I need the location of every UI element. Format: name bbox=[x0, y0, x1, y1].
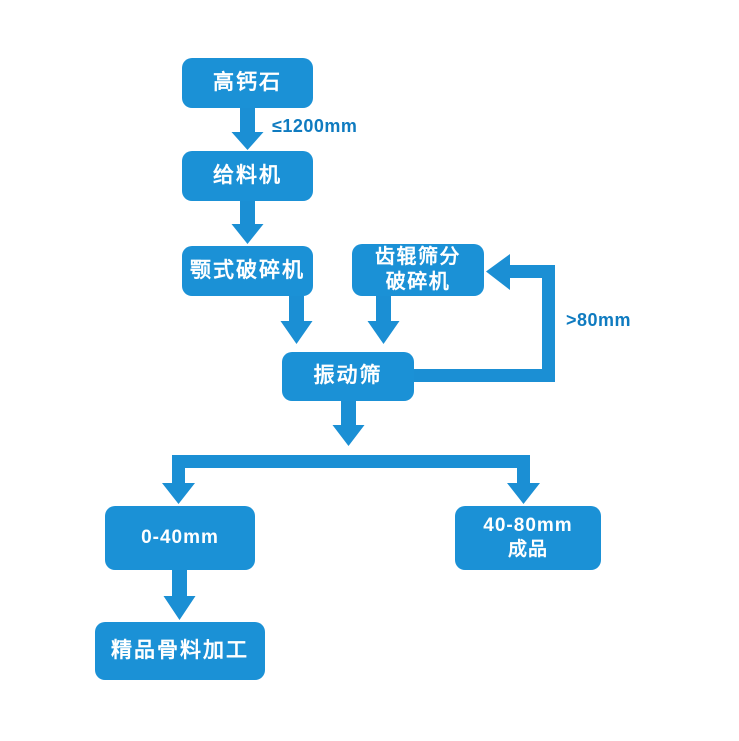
node-raw-material[interactable]: 高钙石 bbox=[182, 58, 313, 108]
arrow-screen-to-splitter bbox=[332, 401, 365, 446]
node-vibrating-screen-label: 振动筛 bbox=[313, 364, 383, 388]
node-product-40-80mm-label: 40-80mm 成品 bbox=[483, 514, 572, 562]
node-raw-material-label: 高钙石 bbox=[213, 70, 282, 94]
node-vibrating-screen[interactable]: 振动筛 bbox=[282, 352, 414, 401]
arrow-feeder-to-jaw bbox=[231, 201, 264, 244]
node-feeder[interactable]: 给料机 bbox=[182, 151, 313, 201]
splitter-to-products bbox=[162, 455, 540, 504]
node-jaw-crusher-label: 颚式破碎机 bbox=[190, 258, 305, 282]
node-product-40-80mm[interactable]: 40-80mm 成品 bbox=[455, 506, 601, 570]
arrow-0-40-to-fine-aggregate bbox=[163, 570, 196, 620]
node-roller-line1: 齿辊筛分 bbox=[375, 246, 461, 268]
node-fine-aggregate-processing[interactable]: 精品骨料加工 bbox=[95, 622, 265, 680]
arrow-jaw-to-screen bbox=[280, 296, 313, 344]
node-jaw-crusher[interactable]: 颚式破碎机 bbox=[182, 246, 313, 296]
node-roller-line2: 破碎机 bbox=[385, 271, 451, 293]
edge-label-oversize-return: >80mm bbox=[566, 310, 632, 330]
node-roller-screening-crusher-label: 齿辊筛分 破碎机 bbox=[375, 245, 461, 295]
node-product-40-80mm-line1: 40-80mm bbox=[483, 515, 573, 537]
node-product-0-40mm-label: 0-40mm bbox=[141, 527, 219, 549]
arrow-raw-to-feeder bbox=[231, 108, 264, 150]
node-fine-aggregate-processing-label: 精品骨料加工 bbox=[111, 638, 249, 662]
node-product-0-40mm[interactable]: 0-40mm bbox=[105, 506, 255, 570]
arrow-roller-to-screen bbox=[367, 296, 400, 344]
node-product-40-80mm-line2: 成品 bbox=[507, 539, 548, 560]
node-roller-screening-crusher[interactable]: 齿辊筛分 破碎机 bbox=[352, 244, 484, 296]
edge-label-feed-size: ≤1200mm bbox=[272, 116, 358, 136]
arrow-screen-oversize-return bbox=[414, 254, 555, 382]
node-feeder-label: 给料机 bbox=[213, 163, 282, 187]
